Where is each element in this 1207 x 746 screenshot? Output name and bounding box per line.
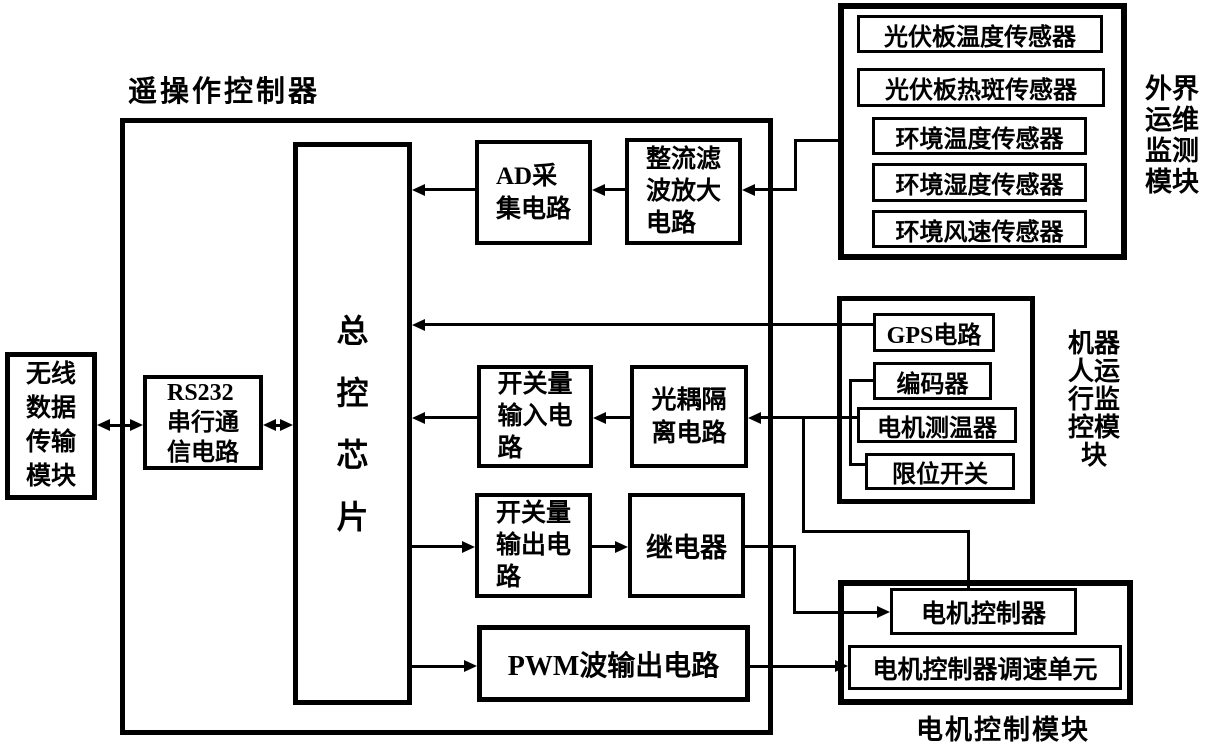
line-env-to-rectifier-vert <box>794 139 797 191</box>
env-monitoring-module-label: 外界 运维 监测 模块 <box>1145 74 1199 197</box>
motor-control-module-label: 电机控制模块 <box>916 715 1090 745</box>
relay-box: 继电器 <box>628 493 745 598</box>
line-switchoutput-to-relay <box>592 545 615 548</box>
line-env-to-rectifier-top <box>795 139 838 142</box>
arrowhead-into-rs232-left <box>130 419 143 431</box>
opto-isolation-circuit-box: 光耦隔 离电路 <box>630 365 748 468</box>
line-relay-out <box>745 545 796 548</box>
env-monitoring-module-box <box>838 3 1127 260</box>
line-branch-into-motorcontroller-top <box>967 530 970 590</box>
pv-temperature-sensor-label: 光伏板温度传感器 <box>884 24 1076 51</box>
pv-temperature-sensor-box: 光伏板温度传感器 <box>857 15 1103 53</box>
rs232-serial-circuit-label: RS232 串行通 信电路 <box>167 379 239 466</box>
motor-temperature-sensor-box: 电机测温器 <box>857 407 1017 443</box>
line-rectifier-to-ad <box>605 188 625 191</box>
line-branch-horiz-532 <box>802 530 970 533</box>
arrowhead-into-switchinput <box>593 412 606 424</box>
motor-temperature-sensor-label: 电机测温器 <box>877 415 997 442</box>
arrowhead-switchinput-into-chip <box>412 412 425 424</box>
line-chip-to-pwm <box>412 665 464 668</box>
arrowhead-into-ad <box>592 184 605 196</box>
diagram-title: 遥操作控制器 <box>128 76 321 108</box>
relay-label: 继电器 <box>646 533 727 563</box>
ad-acquisition-circuit-box: AD采 集电路 <box>475 140 592 245</box>
ambient-humidity-sensor-label: 环境湿度传感器 <box>895 173 1064 199</box>
arrowhead-into-rs232-right <box>263 419 276 431</box>
main-control-chip-label: 总 控 芯 片 <box>336 312 369 535</box>
ambient-temperature-sensor-box: 环境温度传感器 <box>872 117 1087 155</box>
rectifier-filter-amplify-circuit-box: 整流滤 波放大 电路 <box>625 138 742 245</box>
line-relay-down <box>793 545 796 614</box>
switch-output-circuit-label: 开关量 输出电 路 <box>495 499 571 591</box>
motor-controller-label: 电机控制器 <box>920 600 1046 628</box>
line-rs232-chip <box>273 424 283 427</box>
pv-hotspot-sensor-box: 光伏板热斑传感器 <box>857 68 1105 107</box>
ad-acquisition-circuit-label: AD采 集电路 <box>495 162 571 223</box>
motor-controller-speed-unit-box: 电机控制器调速单元 <box>848 645 1122 690</box>
opto-isolation-circuit-label: 光耦隔 离电路 <box>651 386 727 447</box>
motor-controller-box: 电机控制器 <box>890 588 1077 635</box>
pwm-output-circuit-label: PWM波输出电路 <box>507 650 720 682</box>
line-encoder-bracket-vert <box>849 379 852 466</box>
line-relay-to-motorcontroller <box>793 611 877 614</box>
arrowhead-into-wireless <box>97 419 110 431</box>
line-wireless-rs232 <box>107 424 133 427</box>
rs232-serial-circuit-box: RS232 串行通 信电路 <box>143 375 263 470</box>
pwm-output-circuit-box: PWM波输出电路 <box>477 625 750 702</box>
line-pwm-to-speedunit <box>750 665 835 668</box>
motor-control-module-box <box>838 580 1133 705</box>
switch-output-circuit-box: 开关量 输出电 路 <box>475 493 592 598</box>
gps-circuit-label: GPS电路 <box>886 323 982 349</box>
motor-controller-speed-unit-label: 电机控制器调速单元 <box>872 656 1098 684</box>
main-control-chip-box: 总 控 芯 片 <box>293 142 412 705</box>
line-chip-to-switchoutput <box>412 545 462 548</box>
arrowhead-into-switchoutput <box>462 541 475 553</box>
arrowhead-rs232-into-chip <box>280 419 293 431</box>
ambient-windspeed-sensor-label: 环境风速传感器 <box>895 219 1064 246</box>
arrowhead-into-motorcontroller <box>877 606 890 618</box>
line-ad-to-chip <box>425 188 475 191</box>
robot-monitoring-module-label: 机器 人运 行监 控模 块 <box>1067 329 1120 470</box>
arrowhead-into-rectifier <box>742 184 755 196</box>
arrowhead-ad-into-chip <box>412 184 425 196</box>
pv-hotspot-sensor-label: 光伏板热斑传感器 <box>885 78 1077 104</box>
line-branch-vert-803 <box>802 417 805 532</box>
gps-circuit-box: GPS电路 <box>873 313 995 352</box>
switch-input-circuit-box: 开关量 输入电 路 <box>477 365 593 468</box>
wireless-data-module-box: 无线 数据 传输 模块 <box>5 352 97 500</box>
encoder-label: 编码器 <box>896 371 969 398</box>
wireless-data-module-label: 无线 数据 传输 模块 <box>25 361 76 490</box>
line-gps-to-chip <box>425 323 873 326</box>
switch-input-circuit-label: 开关量 输入电 路 <box>497 370 573 462</box>
line-sensors-to-opto <box>761 416 857 419</box>
arrowhead-into-opto <box>748 412 761 424</box>
arrowhead-gps-into-chip <box>412 319 425 331</box>
arrowhead-into-relay <box>615 541 628 553</box>
arrowhead-into-pwm <box>464 660 477 672</box>
ambient-humidity-sensor-box: 环境湿度传感器 <box>872 163 1087 202</box>
limit-switch-label: 限位开关 <box>892 462 988 488</box>
line-limitswitch-stub <box>849 463 865 466</box>
rectifier-filter-amplify-circuit-label: 整流滤 波放大 电路 <box>645 145 721 237</box>
encoder-box: 编码器 <box>873 362 992 400</box>
line-opto-to-switchinput <box>606 416 630 419</box>
arrowhead-into-speedunit <box>835 660 848 672</box>
line-switchinput-to-chip <box>425 416 477 419</box>
limit-switch-box: 限位开关 <box>865 453 1015 490</box>
line-encoder-stub <box>849 379 873 382</box>
line-env-to-rectifier <box>755 188 796 191</box>
ambient-windspeed-sensor-box: 环境风速传感器 <box>872 210 1087 248</box>
ambient-temperature-sensor-label: 环境温度传感器 <box>895 126 1064 153</box>
